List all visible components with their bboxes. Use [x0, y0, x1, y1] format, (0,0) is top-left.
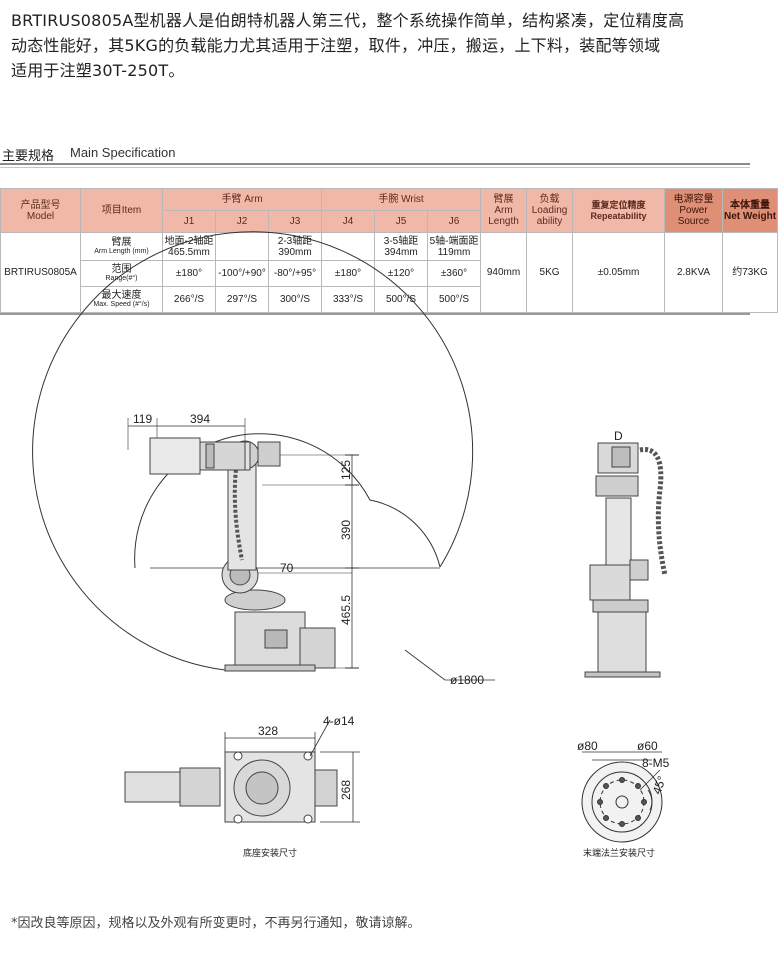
header-power: 电源容量 Power Source: [664, 188, 724, 233]
caption-flange: 末端法兰安装尺寸: [583, 847, 655, 858]
robot-side-body: [149, 437, 336, 672]
divider: [0, 163, 750, 165]
flange-dimension-text: ø80 ø60 8-M5 45° 末端法兰安装尺寸: [577, 739, 670, 858]
reach-envelope-arc-inner: [134, 433, 441, 569]
dim-1800: ø1800: [450, 673, 484, 687]
loading-value: 5KG: [526, 232, 574, 313]
header-wrist: 手腕 Wrist: [321, 188, 482, 211]
table-cell: 500°/S: [374, 286, 429, 313]
spec-heading-en: Main Specification: [70, 145, 176, 160]
spec-heading: 主要规格 Main Specification: [0, 144, 750, 164]
weight-value: 约73KG: [722, 232, 778, 313]
dim-60: ø60: [637, 739, 658, 753]
side-view-dimensions: 119 394 125 390 70 465.5 ø1800: [133, 412, 484, 687]
disclaimer-note: *因改良等原因，规格以及外观有所变更时，不再另行通知，敬请谅解。: [11, 916, 421, 931]
table-cell: 333°/S: [321, 286, 376, 313]
table-cell: ±360°: [427, 260, 482, 287]
table-cell: -100°/+90°: [215, 260, 269, 287]
table-cell: 2-3轴距 390mm: [267, 232, 323, 261]
header-arm: 手臂 Arm: [161, 188, 323, 211]
header-repeatability: 重复定位精度 Repeatability: [572, 188, 666, 233]
row-label-en: Arm Length (mm): [94, 248, 149, 255]
reach-envelope-arc: [32, 231, 474, 671]
dim-70: 70: [280, 561, 294, 575]
header-weight: 本体重量 Net Weight: [722, 188, 778, 233]
header-axis: J4: [321, 210, 376, 233]
header-axis: J6: [427, 210, 482, 233]
table-cell: 297°/S: [215, 286, 269, 313]
table-cell: 3-5轴距 394mm: [374, 232, 429, 261]
repeatability-value: ±0.05mm: [572, 232, 666, 313]
header-loading: 负载 Loading ability: [526, 188, 574, 233]
table-cell: 500°/S: [427, 286, 482, 313]
header-axis: J1: [162, 210, 216, 233]
row-label-speed: 最大速度 Max. Speed (#°/s): [80, 286, 163, 313]
table-cell: 5轴-端面距 119mm: [427, 232, 482, 261]
dim-465-5: 465.5: [339, 595, 353, 625]
table-cell: -80°/+95°: [267, 260, 323, 287]
row-label-range: 范围 Range(#°): [80, 260, 163, 287]
divider: [0, 313, 750, 315]
dim-4-14: 4-ø14: [323, 714, 355, 728]
intro-text: BRTIRUS0805A型机器人是伯朗特机器人第三代，整个系统操作简单，结构紧凑…: [11, 8, 741, 83]
header-item: 项目Item: [80, 188, 163, 233]
spec-heading-cn: 主要规格: [2, 149, 55, 164]
base-dimension-text: 328 4-ø14 268 底座安装尺寸: [243, 714, 355, 858]
table-cell: ±180°: [162, 260, 216, 287]
dim-394: 394: [190, 412, 210, 426]
dim-45: 45°: [650, 774, 669, 796]
row-label-en: Range(#°): [105, 275, 138, 282]
dim-390: 390: [339, 520, 353, 540]
intro-line-1: BRTIRUS0805A型机器人是伯朗特机器人第三代，整个系统操作简单，结构紧凑…: [11, 11, 685, 30]
dim-119: 119: [133, 412, 152, 426]
row-label-cn: 范围: [111, 264, 132, 275]
table-cell: [215, 232, 269, 261]
table-cell: [321, 232, 376, 261]
row-label-en: Max. Speed (#°/s): [93, 301, 150, 308]
row-label-cn: 最大速度: [101, 290, 142, 301]
table-cell: 266°/S: [162, 286, 216, 313]
power-value: 2.8KVA: [664, 232, 724, 313]
label-d: D: [614, 429, 623, 443]
table-cell: 300°/S: [267, 286, 323, 313]
arm-length-total: 940mm: [480, 232, 528, 313]
header-arm-length: 臂展 Arm Length: [480, 188, 528, 233]
dim-268: 268: [339, 780, 353, 800]
intro-line-3: 适用于注塑30T-250T。: [11, 61, 185, 80]
row-label-cn: 臂展: [111, 237, 132, 248]
technical-drawing: 119 394 125 390 70 465.5 ø1800 D: [32, 231, 670, 858]
header-axis: J3: [267, 210, 323, 233]
front-view: [584, 442, 668, 678]
dim-8-m5: 8-M5: [642, 756, 670, 770]
header-axis: J5: [374, 210, 429, 233]
header-model: 产品型号 Model: [0, 188, 81, 233]
base-dimensions: [224, 719, 360, 823]
header-axis: J2: [215, 210, 269, 233]
dim-125: 125: [339, 460, 353, 480]
row-label-arm-length: 臂展 Arm Length (mm): [80, 232, 163, 261]
table-cell: ±180°: [321, 260, 376, 287]
intro-line-2: 动态性能好，其5KG的负载能力尤其适用于注塑，取件，冲压，搬运，上下料，装配等领…: [11, 36, 661, 55]
caption-base: 底座安装尺寸: [243, 847, 297, 858]
flange-view: [581, 751, 663, 843]
dim-328: 328: [258, 724, 278, 738]
base-top-view: [124, 751, 338, 824]
dim-80: ø80: [577, 739, 598, 753]
model-cell: BRTIRUS0805A: [0, 232, 81, 313]
divider: [0, 167, 750, 168]
spec-table: 产品型号 Model 项目Item 手臂 Arm 手腕 Wrist 臂展 Arm…: [0, 188, 778, 313]
